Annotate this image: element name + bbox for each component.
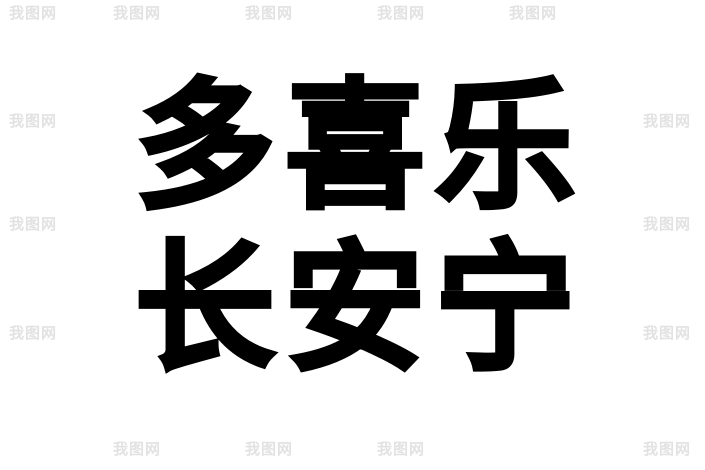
watermark: 我图网 [376,440,425,458]
calligraphy-char: 喜 [283,66,427,229]
watermark: 我图网 [244,440,293,458]
watermark: 我图网 [376,4,425,22]
watermark: 我图网 [8,4,57,22]
watermark: 我图网 [642,324,691,342]
watermark: 我图网 [508,4,557,22]
calligraphy-char: 宁 [433,228,577,391]
watermark: 我图网 [112,4,161,22]
watermark: 我图网 [642,440,691,458]
calligraphy-char: 安 [283,228,427,391]
watermark: 我图网 [642,112,691,130]
watermark: 我图网 [244,4,293,22]
watermark: 我图网 [8,215,57,233]
watermark: 我图网 [8,324,57,342]
watermark: 我图网 [8,112,57,130]
watermark: 我图网 [112,440,161,458]
watermark: 我图网 [642,215,691,233]
calligraphy-char: 多 [133,66,277,229]
calligraphy-char: 乐 [433,66,577,229]
calligraphy-char: 长 [133,228,277,391]
